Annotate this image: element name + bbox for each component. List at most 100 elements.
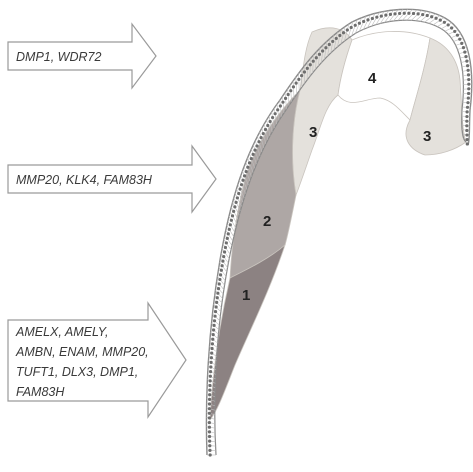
ameloblast-nucleus bbox=[262, 132, 265, 135]
ameloblast-nucleus bbox=[467, 96, 470, 99]
ameloblast-nucleus bbox=[233, 205, 236, 208]
ameloblast-nucleus bbox=[318, 53, 321, 56]
ameloblast-nucleus bbox=[321, 49, 324, 52]
ameloblast-nucleus bbox=[232, 210, 235, 213]
arrow-label-3-line-1: AMELX, AMELY, bbox=[15, 325, 108, 339]
ameloblast-nucleus bbox=[465, 120, 468, 123]
ameloblast-nucleus bbox=[447, 23, 450, 26]
ameloblast-nucleus bbox=[467, 78, 470, 81]
arrow-label-3-line-3: TUFT1, DLX3, DMP1, bbox=[16, 365, 138, 379]
ameloblast-nucleus bbox=[465, 60, 468, 63]
ameloblast-nucleus bbox=[450, 26, 453, 29]
ameloblast-nucleus bbox=[212, 324, 215, 327]
ameloblast-nucleus bbox=[209, 375, 212, 378]
ameloblast-nucleus bbox=[375, 16, 378, 19]
ameloblast-nucleus bbox=[412, 12, 415, 15]
ameloblast-nucleus bbox=[213, 319, 216, 322]
ameloblast-nucleus bbox=[216, 296, 219, 299]
ameloblast-nucleus bbox=[430, 15, 433, 18]
ameloblast-nucleus bbox=[208, 426, 211, 429]
ameloblast-nucleus bbox=[467, 87, 470, 90]
ameloblast-nucleus bbox=[239, 187, 242, 190]
ameloblast-nucleus bbox=[228, 228, 231, 231]
ameloblast-nucleus bbox=[253, 149, 256, 152]
ameloblast-nucleus bbox=[211, 342, 214, 345]
ameloblast-nucleus bbox=[208, 449, 211, 452]
ameloblast-nucleus bbox=[462, 46, 465, 49]
ameloblast-nucleus bbox=[217, 287, 220, 290]
ameloblast-nucleus bbox=[221, 264, 224, 267]
ameloblast-nucleus bbox=[335, 37, 338, 40]
ameloblast-nucleus bbox=[209, 379, 212, 382]
ameloblast-nucleus bbox=[289, 89, 292, 92]
ameloblast-nucleus bbox=[211, 338, 214, 341]
ameloblast-nucleus bbox=[434, 17, 437, 20]
ameloblast-cell-line bbox=[448, 30, 458, 34]
ameloblast-nucleus bbox=[235, 201, 238, 204]
ameloblast-nucleus bbox=[223, 250, 226, 253]
region-label-2: 2 bbox=[263, 213, 271, 230]
ameloblast-nucleus bbox=[465, 115, 468, 118]
ameloblast-nucleus bbox=[371, 17, 374, 20]
arrow-label-2-line-1: MMP20, KLK4, FAM83H bbox=[16, 173, 153, 187]
ameloblast-nucleus bbox=[456, 34, 459, 37]
ameloblast-nucleus bbox=[252, 153, 255, 156]
ameloblast-nucleus bbox=[421, 13, 424, 16]
ameloblast-nucleus bbox=[338, 34, 341, 37]
ameloblast-nucleus bbox=[212, 328, 215, 331]
ameloblast-cell-line bbox=[296, 77, 297, 94]
ameloblast-nucleus bbox=[465, 124, 468, 127]
ameloblast-nucleus bbox=[240, 183, 243, 186]
ameloblast-nucleus bbox=[208, 440, 211, 443]
ameloblast-nucleus bbox=[354, 24, 357, 27]
ameloblast-nucleus bbox=[209, 361, 212, 364]
ameloblast-nucleus bbox=[407, 12, 410, 15]
ameloblast-nucleus bbox=[237, 192, 240, 195]
ameloblast-nucleus bbox=[209, 453, 212, 456]
ameloblast-nucleus bbox=[463, 50, 466, 53]
ameloblast-nucleus bbox=[467, 83, 470, 86]
ameloblast-cell-line bbox=[231, 207, 238, 219]
ameloblast-nucleus bbox=[467, 92, 470, 95]
arrow-label-3-line-2: AMBN, ENAM, MMP20, bbox=[15, 345, 149, 359]
arrow-shape-3 bbox=[8, 303, 186, 417]
ameloblast-nucleus bbox=[221, 260, 224, 263]
ameloblast-nucleus bbox=[403, 12, 406, 15]
ameloblast-nucleus bbox=[466, 106, 469, 109]
ameloblast-nucleus bbox=[231, 214, 234, 217]
ameloblast-nucleus bbox=[241, 179, 244, 182]
arrow-label-3-line-4: FAM83H bbox=[16, 385, 65, 399]
ameloblast-nucleus bbox=[466, 64, 469, 67]
ameloblast-nucleus bbox=[215, 305, 218, 308]
ameloblast-nucleus bbox=[362, 20, 365, 23]
ameloblast-nucleus bbox=[250, 157, 253, 160]
ameloblast-nucleus bbox=[225, 241, 228, 244]
ameloblast-nucleus bbox=[466, 142, 469, 145]
ameloblast-cell-line bbox=[407, 10, 417, 20]
ameloblast-cell-line bbox=[402, 9, 412, 20]
ameloblast-nucleus bbox=[208, 384, 211, 387]
ameloblast-nucleus bbox=[226, 237, 229, 240]
ameloblast-nucleus bbox=[398, 12, 401, 15]
ameloblast-nucleus bbox=[227, 232, 230, 235]
region-label-4: 4 bbox=[368, 70, 377, 87]
ameloblast-nucleus bbox=[346, 28, 349, 31]
ameloblast-nucleus bbox=[328, 43, 331, 46]
ameloblast-nucleus bbox=[243, 174, 246, 177]
ameloblast-nucleus bbox=[216, 292, 219, 295]
ameloblast-nucleus bbox=[276, 108, 279, 111]
ameloblast-nucleus bbox=[287, 93, 290, 96]
ameloblast-nucleus bbox=[284, 97, 287, 100]
ameloblast-nucleus bbox=[389, 13, 392, 16]
ameloblast-nucleus bbox=[417, 12, 420, 15]
ameloblast-nucleus bbox=[274, 112, 277, 115]
ameloblast-nucleus bbox=[246, 166, 249, 169]
ameloblast-nucleus bbox=[467, 69, 470, 72]
arrow-dmp1: DMP1, WDR72 bbox=[8, 24, 156, 88]
ameloblast-nucleus bbox=[306, 67, 309, 70]
ameloblast-nucleus bbox=[384, 14, 387, 17]
ameloblast-nucleus bbox=[464, 55, 467, 58]
ameloblast-nucleus bbox=[212, 333, 215, 336]
ameloblast-nucleus bbox=[229, 223, 232, 226]
